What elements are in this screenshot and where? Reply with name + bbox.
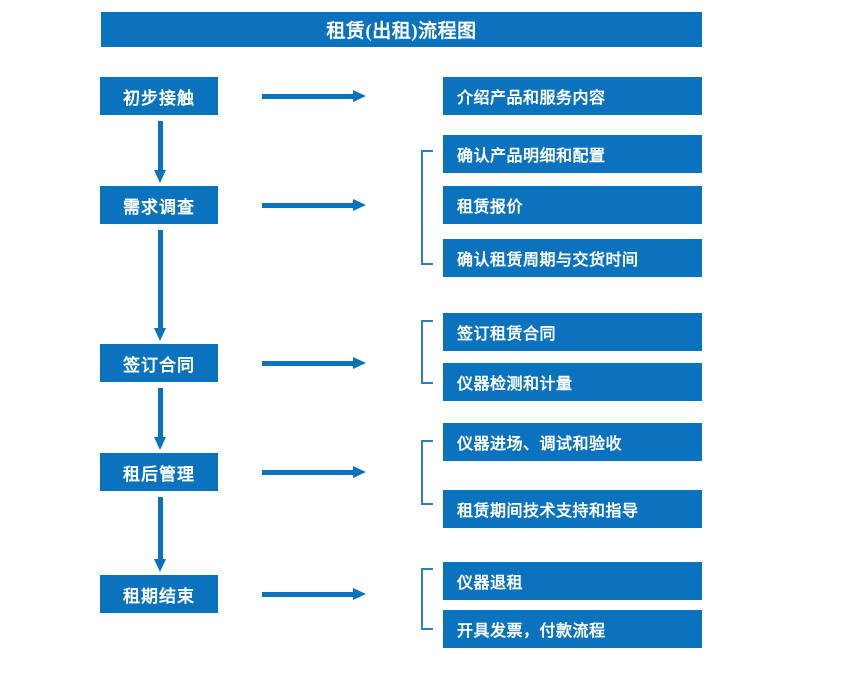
down-arrow-icon-4 bbox=[153, 497, 167, 572]
page-title: 租赁(出租)流程图 bbox=[101, 12, 702, 47]
arrow-head bbox=[353, 90, 366, 102]
arrow-head bbox=[154, 170, 166, 183]
right-arrow-icon-4 bbox=[262, 465, 366, 479]
detail-box-10[interactable]: 开具发票，付款流程 bbox=[443, 610, 702, 648]
detail-box-7[interactable]: 仪器进场、调试和验收 bbox=[443, 423, 702, 461]
arrow-head bbox=[154, 328, 166, 341]
arrow-head bbox=[154, 437, 166, 450]
down-arrow-icon-1 bbox=[153, 121, 167, 183]
arrow-shaft bbox=[262, 470, 354, 475]
stage-box-1[interactable]: 初步接触 bbox=[100, 77, 218, 115]
bracket-tip-bottom bbox=[421, 382, 433, 384]
stage-box-4[interactable]: 租后管理 bbox=[100, 453, 218, 491]
detail-box-2[interactable]: 确认产品明细和配置 bbox=[443, 135, 702, 173]
detail-box-6[interactable]: 仪器检测和计量 bbox=[443, 363, 702, 401]
arrow-shaft bbox=[158, 121, 163, 170]
bracket-tip-top bbox=[421, 440, 433, 442]
arrow-shaft bbox=[262, 361, 354, 366]
arrow-head bbox=[353, 588, 366, 600]
bracket-tip-top bbox=[421, 568, 433, 570]
bracket-tip-bottom bbox=[421, 263, 433, 265]
group-bracket-icon-2 bbox=[421, 150, 433, 265]
detail-box-8[interactable]: 租赁期间技术支持和指导 bbox=[443, 490, 702, 528]
right-arrow-icon-3 bbox=[262, 356, 366, 370]
stage-box-5[interactable]: 租期结束 bbox=[100, 575, 218, 613]
arrow-shaft bbox=[262, 94, 354, 99]
arrow-head bbox=[353, 199, 366, 211]
detail-box-9[interactable]: 仪器退租 bbox=[443, 562, 702, 600]
right-arrow-icon-1 bbox=[262, 89, 366, 103]
group-bracket-icon-3 bbox=[421, 320, 433, 384]
bracket-tip-top bbox=[421, 150, 433, 152]
down-arrow-icon-3 bbox=[153, 388, 167, 450]
bracket-spine bbox=[421, 320, 423, 384]
arrow-head bbox=[154, 559, 166, 572]
bracket-spine bbox=[421, 150, 423, 265]
stage-box-2[interactable]: 需求调查 bbox=[100, 186, 218, 224]
right-arrow-icon-5 bbox=[262, 587, 366, 601]
arrow-shaft bbox=[262, 203, 354, 208]
detail-box-3[interactable]: 租赁报价 bbox=[443, 186, 702, 224]
down-arrow-icon-2 bbox=[153, 230, 167, 341]
bracket-spine bbox=[421, 440, 423, 505]
arrow-shaft bbox=[158, 388, 163, 437]
group-bracket-icon-5 bbox=[421, 568, 433, 630]
arrow-head bbox=[353, 357, 366, 369]
bracket-tip-top bbox=[421, 320, 433, 322]
right-arrow-icon-2 bbox=[262, 198, 366, 212]
detail-box-4[interactable]: 确认租赁周期与交货时间 bbox=[443, 239, 702, 277]
bracket-spine bbox=[421, 568, 423, 630]
group-bracket-icon-4 bbox=[421, 440, 433, 505]
stage-box-3[interactable]: 签订合同 bbox=[100, 344, 218, 382]
arrow-shaft bbox=[158, 497, 163, 559]
detail-box-1[interactable]: 介绍产品和服务内容 bbox=[443, 77, 702, 115]
arrow-shaft bbox=[262, 592, 354, 597]
arrow-shaft bbox=[158, 230, 163, 328]
bracket-tip-bottom bbox=[421, 503, 433, 505]
arrow-head bbox=[353, 466, 366, 478]
detail-box-5[interactable]: 签订租赁合同 bbox=[443, 313, 702, 351]
bracket-tip-bottom bbox=[421, 628, 433, 630]
